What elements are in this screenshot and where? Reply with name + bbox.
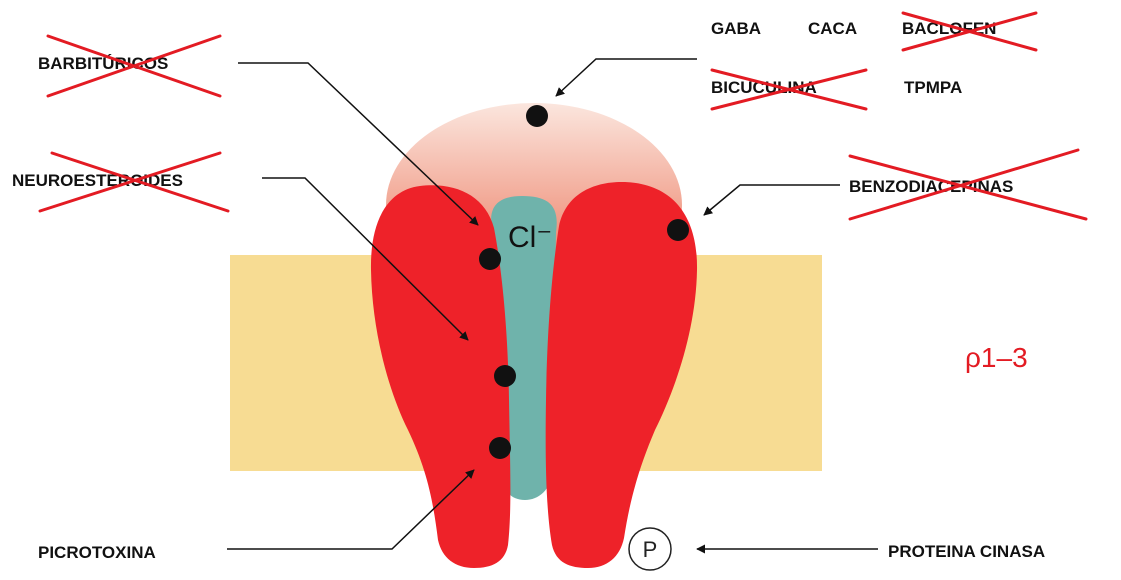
phosphorylation-symbol: P [643,537,658,562]
label-caca: CACA [808,19,857,38]
receptor-subtype-label: ρ1–3 [965,342,1028,373]
receptor-left-subunit [371,185,510,568]
binding-site-picrotoxina [489,437,511,459]
binding-site-benzodiacepinas [667,219,689,241]
arrow-benzodiacepinas [704,185,840,215]
binding-site-barbituricos [479,248,501,270]
label-picrotoxina: PICROTOXINA [38,543,156,562]
arrow-gaba-site [556,59,697,96]
binding-site-gaba [526,105,548,127]
binding-site-neuroesteroides [494,365,516,387]
label-proteina-cinasa: PROTEINA CINASA [888,542,1045,561]
chloride-ion-label: Cl⁻ [508,221,552,254]
label-gaba: GABA [711,19,761,38]
label-tpmpa: TPMPA [904,78,962,97]
